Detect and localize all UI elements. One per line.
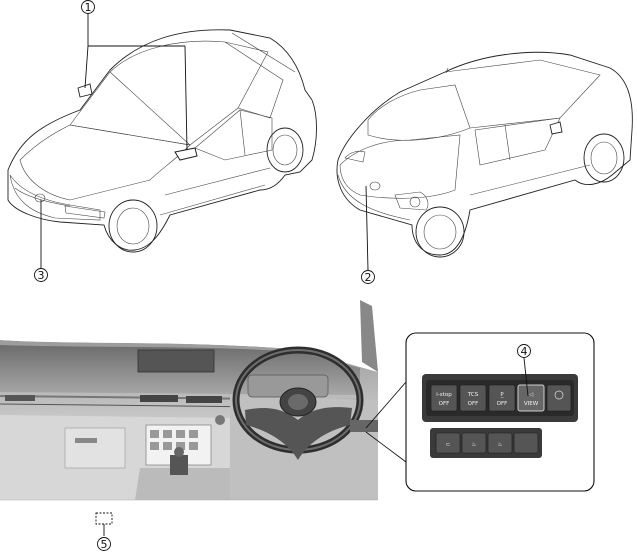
front-car-illustration [7, 29, 317, 253]
bottom-switch-row: ⊂ ♨ ♨ [435, 432, 539, 454]
parking-sensor-off-label: OFF [497, 401, 508, 407]
i-stop-off-label: OFF [439, 401, 450, 407]
parking-sensor-off-button[interactable]: P̲ OFF [488, 384, 516, 412]
switch-panel-inset: i-stop OFF TCS OFF P̲ OFF ◁ VIEW [405, 332, 595, 492]
inset-connector-lines [365, 381, 407, 463]
usb-button[interactable]: ⊂ [435, 432, 461, 454]
tcs-off-icon: TCS [467, 392, 479, 398]
seat-heater-left-button[interactable]: ♨ [461, 432, 487, 454]
seat-heater-right-icon: ♨ [498, 442, 503, 448]
top-switch-row: i-stop OFF TCS OFF P̲ OFF ◁ VIEW [430, 384, 572, 412]
i-stop-off-icon: i-stop [436, 392, 452, 398]
seat-heater-right-button[interactable]: ♨ [487, 432, 513, 454]
hazard-button[interactable] [546, 384, 572, 412]
callout-3: 3 [34, 200, 48, 282]
callout-2: 2 [361, 185, 375, 284]
callout-5: 5 [95, 512, 113, 551]
rear-car-illustration [336, 51, 633, 258]
blank-switch[interactable] [513, 432, 539, 454]
callout-1: 1 [81, 0, 188, 151]
parking-sensor-off-icon: P̲ [500, 392, 504, 398]
i-stop-off-button[interactable]: i-stop OFF [430, 384, 458, 412]
callout-5-label: 5 [101, 538, 108, 551]
hazard-icon [554, 390, 564, 400]
callout-3-label: 3 [38, 269, 45, 282]
callout-4-label: 4 [521, 345, 528, 358]
tcs-off-button[interactable]: TCS OFF [459, 384, 487, 412]
callout-1-label: 1 [85, 1, 92, 14]
seat-heater-left-icon: ♨ [472, 442, 477, 448]
callout-2-label: 2 [365, 271, 372, 284]
callout-4: 4 [517, 344, 531, 397]
usb-icon: ⊂ [446, 442, 451, 448]
camera-view-label: VIEW [524, 401, 539, 407]
camera-view-icon: ◁ [529, 392, 534, 398]
tcs-off-label: OFF [468, 401, 479, 407]
hidden-location-marker [95, 512, 113, 525]
camera-view-button[interactable]: ◁ VIEW [517, 384, 545, 412]
blank-switch-icon [513, 432, 539, 454]
dashboard-illustration [0, 300, 378, 501]
